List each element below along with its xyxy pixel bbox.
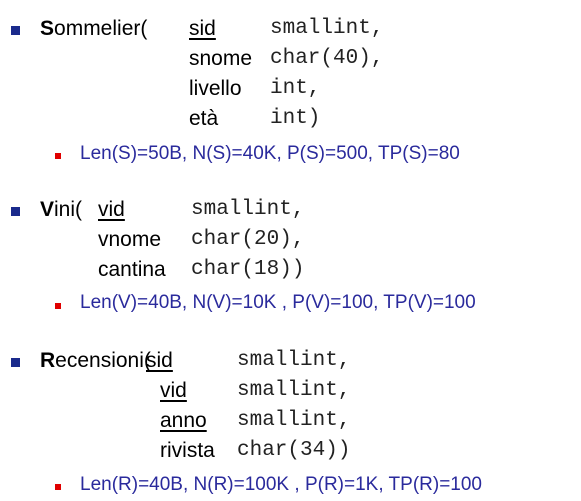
attribute-type: smallint, [237, 349, 351, 372]
attribute-type: smallint, [270, 17, 384, 40]
table-name-vini: Vini( [40, 198, 82, 222]
attribute-name: sid [146, 349, 173, 372]
attribute-name: snome [189, 47, 253, 70]
table-name-recensioni: Recensioni( [40, 349, 151, 373]
attribute-type: smallint, [237, 409, 351, 432]
attribute-name: vid [160, 379, 187, 402]
attribute-name: vid [98, 198, 125, 221]
attribute-name: età [189, 107, 219, 130]
attribute-type: char(20), [191, 228, 305, 251]
table-name-initial: R [40, 349, 56, 372]
bullet-recensioni [11, 358, 20, 367]
attribute-type: char(40), [270, 47, 384, 70]
attribute-name: sid [189, 17, 216, 40]
table-name-rest: ommelier( [54, 17, 148, 40]
stats-sommelier: Len(S)=50B, N(S)=40K, P(S)=500, TP(S)=80 [80, 143, 460, 164]
table-name-rest: ecensioni( [55, 349, 151, 372]
sub-bullet-sommelier [55, 153, 61, 159]
attribute-type: int, [270, 77, 321, 100]
attribute-type: char(18)) [191, 258, 305, 281]
table-name-sommelier: Sommelier( [40, 17, 147, 41]
table-name-rest: ini( [54, 198, 83, 221]
attribute-name: cantina [98, 258, 166, 281]
stats-recensioni: Len(R)=40B, N(R)=100K , P(R)=1K, TP(R)=1… [80, 474, 482, 495]
attribute-type: char(34)) [237, 439, 351, 462]
sub-bullet-vini [55, 303, 61, 309]
attribute-type: smallint, [237, 379, 351, 402]
attribute-name: vnome [98, 228, 162, 251]
attribute-type: smallint, [191, 198, 305, 221]
stats-vini: Len(V)=40B, N(V)=10K , P(V)=100, TP(V)=1… [80, 292, 476, 313]
bullet-vini [11, 207, 20, 216]
attribute-name: anno [160, 409, 207, 432]
attribute-name: rivista [160, 439, 215, 462]
attribute-name: livello [189, 77, 242, 100]
attribute-type: int) [270, 107, 321, 130]
sub-bullet-recensioni [55, 484, 61, 490]
bullet-sommelier [11, 26, 20, 35]
table-name-initial: V [40, 198, 55, 221]
table-name-initial: S [40, 17, 55, 40]
